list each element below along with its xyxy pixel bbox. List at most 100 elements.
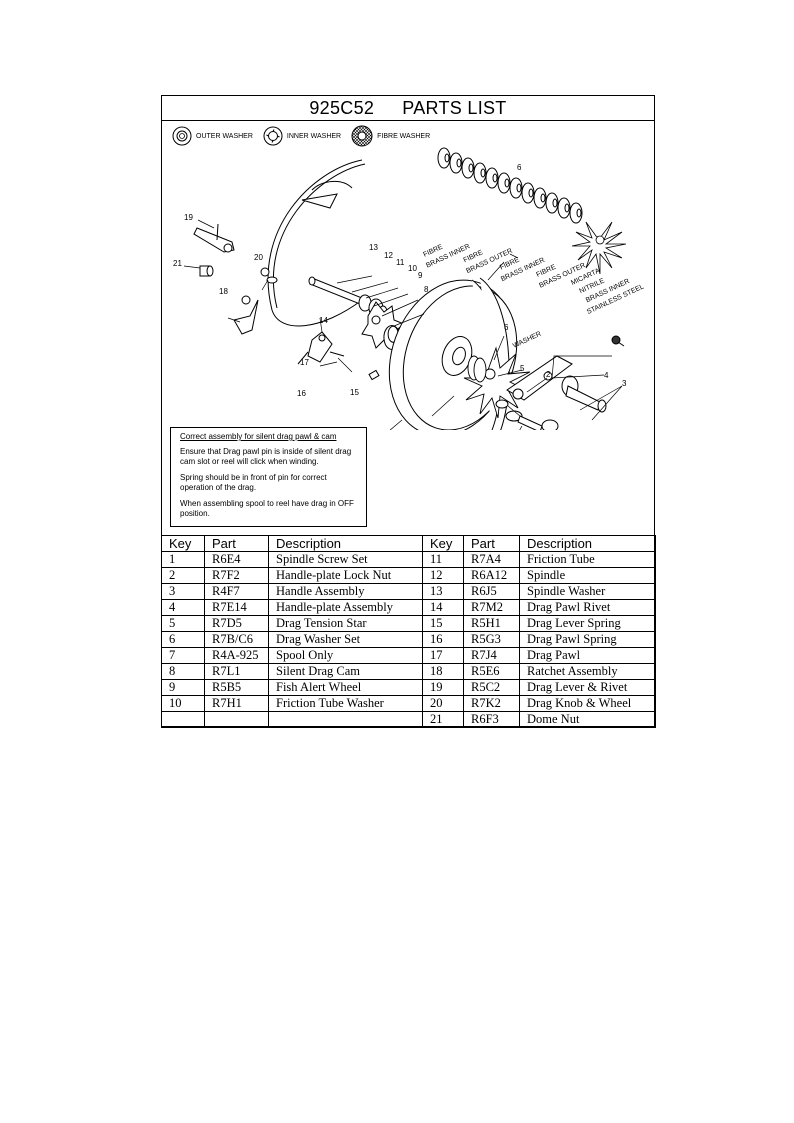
callout-3: 3 bbox=[622, 379, 627, 388]
table-cell: R4F7 bbox=[204, 583, 269, 600]
table-cell bbox=[161, 711, 205, 728]
table-cell bbox=[204, 711, 269, 728]
washer-legend: OUTER WASHER INNER WASHER FIBRE WASHER bbox=[172, 125, 440, 147]
table-cell: R7H1 bbox=[204, 695, 269, 712]
title-text: PARTS LIST bbox=[402, 98, 507, 118]
table-cell: 2 bbox=[161, 567, 205, 584]
table-cell: 3 bbox=[161, 583, 205, 600]
table-cell: R5G3 bbox=[463, 631, 520, 648]
callout-6: 6 bbox=[517, 163, 522, 172]
table-cell: Spindle Washer bbox=[519, 583, 656, 600]
table-cell: R7F2 bbox=[204, 567, 269, 584]
table-cell: Spindle Screw Set bbox=[268, 551, 423, 568]
callout-18: 18 bbox=[219, 287, 228, 296]
note-paragraph: When assembling spool to reel have drag … bbox=[180, 499, 354, 518]
callout-20: 20 bbox=[254, 253, 263, 262]
table-cell: Handle-plate Assembly bbox=[268, 599, 423, 616]
callout-15: 15 bbox=[350, 388, 359, 397]
assembly-note: Correct assembly for silent drag pawl & … bbox=[170, 427, 367, 527]
table-cell: Drag Pawl Spring bbox=[519, 631, 656, 648]
callout-9: 9 bbox=[418, 271, 423, 280]
callout-14: 14 bbox=[319, 316, 328, 325]
table-cell: 9 bbox=[161, 679, 205, 696]
dome-nut bbox=[199, 265, 214, 277]
washer bbox=[449, 152, 463, 174]
legend-item-fibre: FIBRE WASHER bbox=[351, 125, 430, 147]
table-cell: 19 bbox=[422, 679, 464, 696]
callout-5: 5 bbox=[520, 364, 525, 373]
table-cell: 11 bbox=[422, 551, 464, 568]
drag-pawl-assembly bbox=[297, 331, 380, 381]
column-header: Part bbox=[463, 535, 520, 552]
legend-label: INNER WASHER bbox=[286, 132, 342, 140]
table-cell: 1 bbox=[161, 551, 205, 568]
table-cell: 20 bbox=[422, 695, 464, 712]
column-header: Key bbox=[422, 535, 464, 552]
parts-table: Key Part Description Key Part Descriptio… bbox=[161, 535, 656, 728]
note-heading: Correct assembly for silent drag pawl & … bbox=[180, 432, 337, 441]
legend-item-outer: OUTER WASHER bbox=[172, 126, 253, 146]
washer bbox=[557, 197, 571, 219]
exploded-view-diagram: FIBRE BRASS INNER FIBRE BRASS OUTER FIBR… bbox=[173, 147, 645, 430]
table-cell: R5B5 bbox=[204, 679, 269, 696]
legend-label: FIBRE WASHER bbox=[377, 132, 431, 140]
column-header: Part bbox=[204, 535, 269, 552]
table-cell: Drag Pawl bbox=[519, 647, 656, 664]
table-cell: 8 bbox=[161, 663, 205, 680]
table-cell: 17 bbox=[422, 647, 464, 664]
callout-17: 17 bbox=[300, 358, 309, 367]
table-cell: 18 bbox=[422, 663, 464, 680]
table-cell: Drag Washer Set bbox=[268, 631, 423, 648]
table-cell: R5H1 bbox=[463, 615, 520, 632]
washer bbox=[461, 157, 475, 179]
table-cell: R7M2 bbox=[463, 599, 520, 616]
callout-12: 12 bbox=[384, 251, 393, 260]
table-cell: 16 bbox=[422, 631, 464, 648]
table-cell: 14 bbox=[422, 599, 464, 616]
table-cell: 12 bbox=[422, 567, 464, 584]
drag-star-icon bbox=[571, 221, 627, 275]
table-cell: R6E4 bbox=[204, 551, 269, 568]
table-cell: 5 bbox=[161, 615, 205, 632]
reel-frame bbox=[267, 159, 366, 327]
table-cell: Fish Alert Wheel bbox=[268, 679, 423, 696]
table-cell bbox=[268, 711, 423, 728]
table-cell: R7J4 bbox=[463, 647, 520, 664]
table-cell: R6F3 bbox=[463, 711, 520, 728]
callout-4: 4 bbox=[604, 371, 609, 380]
table-cell: Friction Tube bbox=[519, 551, 656, 568]
callout-leaders bbox=[183, 219, 623, 430]
table-cell: R4A-925 bbox=[204, 647, 269, 664]
legend-item-inner: INNER WASHER bbox=[263, 126, 341, 146]
washer bbox=[545, 192, 559, 214]
spindle-assembly bbox=[308, 276, 405, 350]
table-cell: 13 bbox=[422, 583, 464, 600]
table-cell: 15 bbox=[422, 615, 464, 632]
washer bbox=[437, 147, 451, 169]
table-cell: Spindle bbox=[519, 567, 656, 584]
table-cell: Ratchet Assembly bbox=[519, 663, 656, 680]
table-cell: Drag Knob & Wheel bbox=[519, 695, 656, 712]
callout-16: 16 bbox=[297, 389, 306, 398]
table-cell: R7B/C6 bbox=[204, 631, 269, 648]
table-cell: 7 bbox=[161, 647, 205, 664]
note-paragraph: Spring should be in front of pin for cor… bbox=[180, 473, 327, 492]
washer-stack bbox=[437, 147, 583, 224]
table-cell: Friction Tube Washer bbox=[268, 695, 423, 712]
washer bbox=[509, 177, 523, 199]
table-cell: 10 bbox=[161, 695, 205, 712]
table-cell: 6 bbox=[161, 631, 205, 648]
table-cell: R6A12 bbox=[463, 567, 520, 584]
table-cell: R5C2 bbox=[463, 679, 520, 696]
washer bbox=[485, 167, 499, 189]
handle-assembly bbox=[495, 335, 625, 430]
